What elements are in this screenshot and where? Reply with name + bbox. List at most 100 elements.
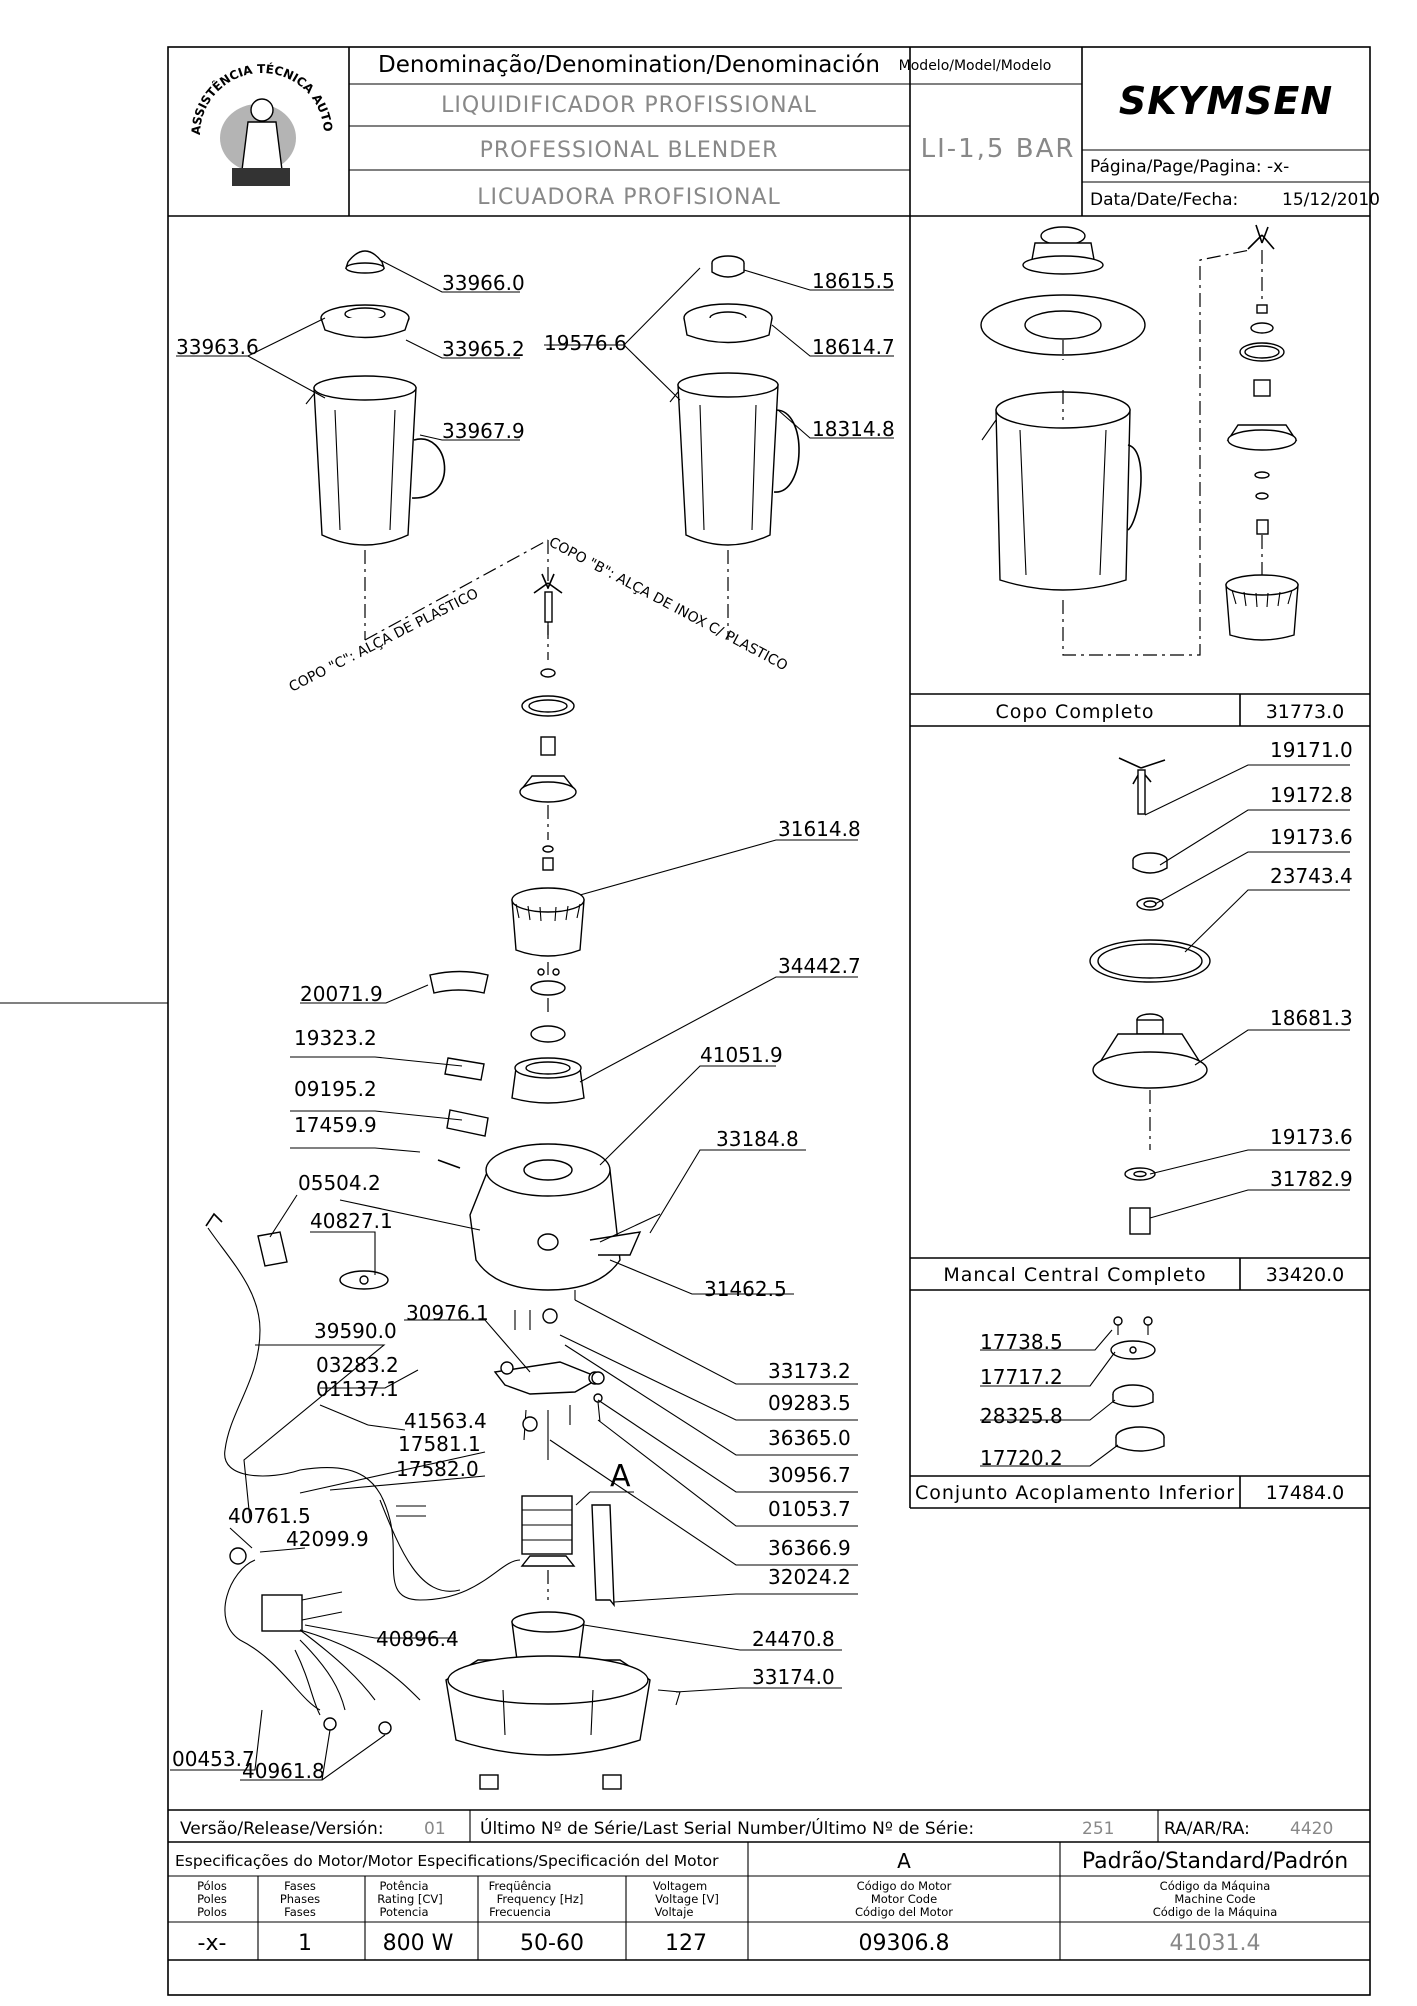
callout-24470-8: 24470.8 xyxy=(752,1627,835,1651)
motor-column-value: A xyxy=(897,1849,911,1873)
assembly-code-cup: 31773.0 xyxy=(1266,701,1345,723)
value-frequency: 50-60 xyxy=(520,1931,584,1956)
exploded-view-drawing: A COPO "C": ALÇA DE PLASTICO COPO "B": A… xyxy=(205,250,800,1790)
lower-coupling-drawing xyxy=(1110,1316,1165,1452)
callout-30976-1: 30976.1 xyxy=(406,1301,489,1325)
callout-18314-8: 18314.8 xyxy=(812,417,895,441)
callout-01053-7: 01053.7 xyxy=(768,1497,851,1521)
col-power-l1: Potência xyxy=(380,1879,429,1893)
callout-33967-9: 33967.9 xyxy=(442,419,525,443)
callout-23743-4: 23743.4 xyxy=(1270,864,1353,888)
ra-value: 4420 xyxy=(1290,1819,1333,1839)
callout-17717-2: 17717.2 xyxy=(980,1365,1063,1389)
callout-33963-6: 33963.6 xyxy=(176,335,259,359)
ra-label: RA/AR/RA: xyxy=(1164,1819,1250,1839)
value-machine-code: 41031.4 xyxy=(1170,1931,1261,1956)
footer-table: Versão/Release/Versión: 01 Último Nº de … xyxy=(168,1809,1370,1961)
value-phases: 1 xyxy=(298,1931,312,1956)
sheet-frame xyxy=(0,46,1371,1996)
col-phases-l3: Fases xyxy=(284,1905,316,1919)
callout-31782-9: 31782.9 xyxy=(1270,1167,1353,1191)
callout-32024-2: 32024.2 xyxy=(768,1565,851,1589)
detail-marker-a: A xyxy=(610,1459,631,1494)
callout-33184-8: 33184.8 xyxy=(716,1127,799,1151)
name-portuguese: LIQUIDIFICADOR PROFISSIONAL xyxy=(441,93,817,118)
assembly-name-coupling: Conjunto Acoplamento Inferior xyxy=(915,1482,1235,1504)
assembly-code-bearing: 33420.0 xyxy=(1266,1264,1345,1286)
name-english: PROFESSIONAL BLENDER xyxy=(480,138,779,163)
callout-19323-2: 19323.2 xyxy=(294,1026,377,1050)
col-motor-code-l1: Código do Motor xyxy=(857,1879,952,1893)
title-block: Denominação/Denomination/Denominación LI… xyxy=(0,0,1380,217)
callout-19173-6-lower: 19173.6 xyxy=(1270,1125,1353,1149)
callout-18614-7: 18614.7 xyxy=(812,335,895,359)
callout-33173-2: 33173.2 xyxy=(768,1359,851,1383)
col-motor-code-l2: Motor Code xyxy=(871,1892,937,1906)
date-value: 15/12/2010 xyxy=(1282,190,1380,210)
callout-31462-5: 31462.5 xyxy=(704,1277,787,1301)
value-power: 800 W xyxy=(383,1931,454,1956)
callout-41051-9: 41051.9 xyxy=(700,1043,783,1067)
cup-c xyxy=(305,250,549,641)
callout-36366-9: 36366.9 xyxy=(768,1536,851,1560)
cup-b xyxy=(669,255,800,640)
col-machine-code-l3: Código de la Máquina xyxy=(1153,1905,1278,1919)
brand-logo: SKYMSEN xyxy=(1119,79,1333,123)
callout-41563-4: 41563.4 xyxy=(404,1409,487,1433)
complete-cup-drawing xyxy=(980,224,1299,656)
version-label: Versão/Release/Versión: xyxy=(180,1819,384,1839)
callout-33174-0: 33174.0 xyxy=(752,1665,835,1689)
serial-value: 251 xyxy=(1082,1819,1114,1839)
callout-39590-0: 39590.0 xyxy=(314,1319,397,1343)
page-label: Página/Page/Pagina: -x- xyxy=(1090,157,1289,177)
callout-20071-9: 20071.9 xyxy=(300,982,383,1006)
value-voltage: 127 xyxy=(665,1931,707,1956)
col-voltage-l1: Voltagem xyxy=(653,1879,707,1893)
callout-17738-5: 17738.5 xyxy=(980,1330,1063,1354)
callout-17581-1: 17581.1 xyxy=(398,1432,481,1456)
col-power-l2: Rating [CV] xyxy=(377,1892,443,1906)
col-frequency-l1: Freqüência xyxy=(489,1879,552,1893)
callout-42099-9: 42099.9 xyxy=(286,1527,369,1551)
col-poles-l2: Poles xyxy=(197,1892,227,1906)
callout-09283-5: 09283.5 xyxy=(768,1391,851,1415)
assembly-panels: Copo Completo 31773.0 Mancal Central Com… xyxy=(909,216,1370,1509)
callout-40896-4: 40896.4 xyxy=(376,1627,459,1651)
callout-31614-8: 31614.8 xyxy=(778,817,861,841)
callout-19171-0: 19171.0 xyxy=(1270,738,1353,762)
callout-17582-0: 17582.0 xyxy=(396,1457,479,1481)
callout-09195-2: 09195.2 xyxy=(294,1077,377,1101)
callout-28325-8: 28325.8 xyxy=(980,1404,1063,1428)
central-bearing-drawing xyxy=(1089,757,1211,1235)
col-voltage-l3: Voltaje xyxy=(654,1905,693,1919)
callout-18615-5: 18615.5 xyxy=(812,269,895,293)
col-machine-code-l2: Machine Code xyxy=(1174,1892,1255,1906)
callout-36365-0: 36365.0 xyxy=(768,1426,851,1450)
col-frequency-l2: Frequency [Hz] xyxy=(497,1892,584,1906)
col-phases-l2: Phases xyxy=(280,1892,320,1906)
value-motor-code: 09306.8 xyxy=(859,1931,950,1956)
callout-01137-1: 01137.1 xyxy=(316,1377,399,1401)
callout-18681-3: 18681.3 xyxy=(1270,1006,1353,1030)
denomination-label: Denominação/Denomination/Denominación xyxy=(378,52,880,78)
callout-34442-7: 34442.7 xyxy=(778,954,861,978)
col-machine-code-l1: Código da Máquina xyxy=(1160,1879,1271,1893)
callout-17720-2: 17720.2 xyxy=(980,1446,1063,1470)
callout-17459-9: 17459.9 xyxy=(294,1113,377,1137)
serial-label: Último Nº de Série/Last Serial Number/Úl… xyxy=(480,1817,974,1839)
name-spanish: LICUADORA PROFISIONAL xyxy=(477,185,781,210)
assembly-name-cup: Copo Completo xyxy=(995,701,1154,723)
col-frequency-l3: Frecuencia xyxy=(489,1905,551,1919)
assembly-code-coupling: 17484.0 xyxy=(1266,1482,1345,1504)
callout-33965-2: 33965.2 xyxy=(442,337,525,361)
date-label: Data/Date/Fecha: xyxy=(1090,190,1238,210)
callout-19172-8: 19172.8 xyxy=(1270,783,1353,807)
standard-label: Padrão/Standard/Padrón xyxy=(1082,1849,1348,1874)
callout-33966-0: 33966.0 xyxy=(442,271,525,295)
motor-spec-title: Especificações do Motor/Motor Especifica… xyxy=(175,1852,719,1870)
col-poles-l3: Polos xyxy=(197,1905,227,1919)
assembly-name-bearing: Mancal Central Completo xyxy=(943,1264,1206,1286)
callout-40761-5: 40761.5 xyxy=(228,1504,311,1528)
callout-19576-6: 19576.6 xyxy=(544,331,627,355)
